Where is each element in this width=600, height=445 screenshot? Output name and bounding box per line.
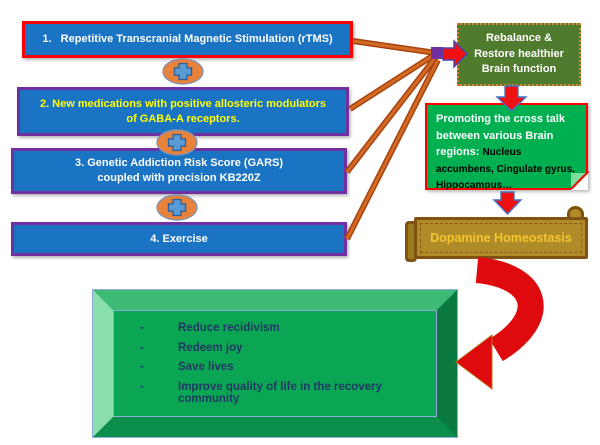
plus-icon	[162, 58, 204, 85]
list-item: - Redeem joy	[140, 342, 428, 354]
rebalance-box: Rebalance & Restore healthier Brain func…	[457, 23, 581, 86]
rebalance-label: Rebalance & Restore healthier Brain func…	[474, 32, 564, 76]
outcomes-list: - Reduce recidivism - Redeem joy - Save …	[113, 310, 437, 417]
intervention-box-medications: 2. New medications with positive alloste…	[17, 87, 349, 136]
convergence-node	[431, 47, 443, 59]
bullet-dash: -	[140, 361, 144, 374]
intervention-label: 2. New medications with positive alloste…	[39, 97, 327, 125]
list-item: - Improve quality of life in the recover…	[140, 381, 428, 405]
plus-icon	[156, 194, 198, 221]
intervention-label: 3. Genetic Addiction Risk Score (GARS) c…	[74, 157, 284, 184]
promoting-regions-text: Nucleus accumbens, Cingulate gyrus, Hipp…	[436, 147, 575, 191]
intervention-label: 1. Repetitive Transcranial Magnetic Stim…	[42, 33, 333, 46]
intervention-box-rtms: 1. Repetitive Transcranial Magnetic Stim…	[22, 21, 353, 58]
promoting-intro-text: Promoting the cross talk between various…	[436, 113, 565, 158]
plus-connector-1	[162, 58, 204, 85]
bullet-dash: -	[140, 380, 144, 393]
arrow-down-icon	[492, 191, 523, 216]
intervention-label: 4. Exercise	[150, 232, 208, 245]
bullet-dash: -	[140, 322, 144, 335]
promoting-box: Promoting the cross talk between various…	[425, 103, 590, 191]
plus-icon	[156, 129, 198, 156]
outcome-label: Save lives	[178, 361, 234, 374]
list-item: - Reduce recidivism	[140, 322, 428, 334]
bullet-dash: -	[140, 341, 144, 354]
outcome-label: Improve quality of life in the recovery …	[178, 380, 382, 405]
dopamine-label: Dopamine Homeostasis	[430, 231, 572, 245]
curved-arrow-icon	[455, 257, 544, 390]
list-item: - Save lives	[140, 361, 428, 373]
folded-corner	[570, 170, 590, 190]
plus-connector-3	[156, 194, 198, 221]
plus-connector-2	[156, 129, 198, 156]
outcomes-box: - Reduce recidivism - Redeem joy - Save …	[92, 289, 458, 438]
intervention-box-exercise: 4. Exercise	[11, 222, 347, 256]
outcome-label: Redeem joy	[178, 341, 243, 354]
outcome-label: Reduce recidivism	[178, 322, 280, 335]
dopamine-banner: Dopamine Homeostasis	[414, 217, 588, 259]
